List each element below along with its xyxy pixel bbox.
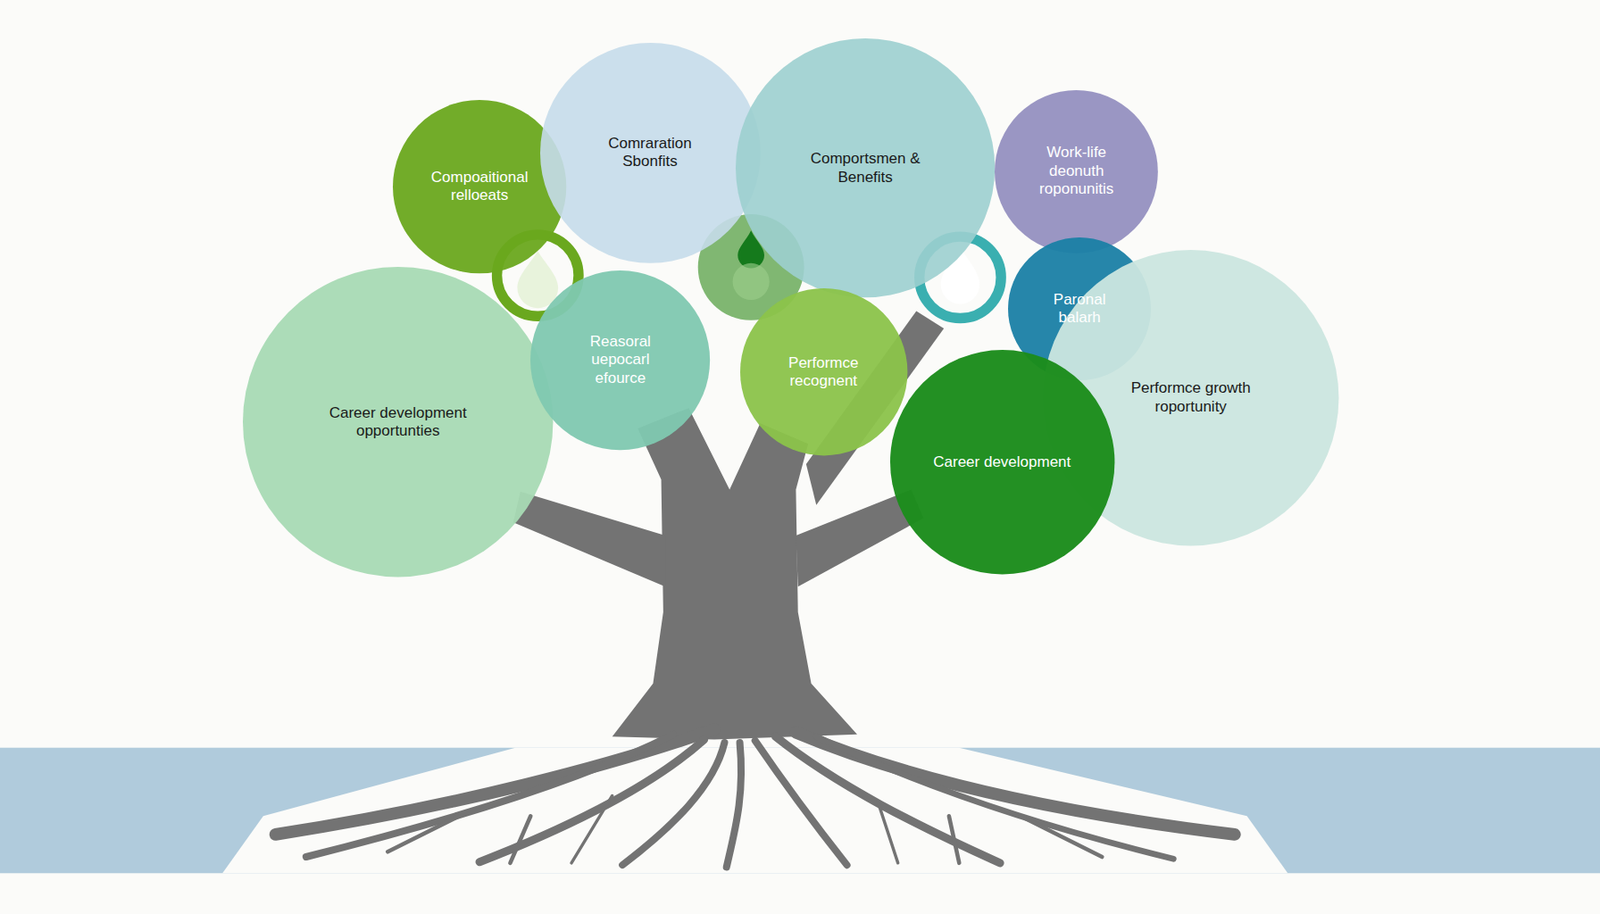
circle-fill: [242, 266, 553, 577]
topic-circle: Reasoral uepocarl efource: [530, 270, 710, 450]
topic-circle: Performce recognent: [740, 288, 908, 456]
topic-circle: Career development opportunties: [242, 266, 553, 577]
topic-circle: Career development: [890, 350, 1115, 575]
topic-circle: Compoaitional relloeats: [392, 100, 567, 274]
topic-circle: Work-life deonuth roponunitis: [994, 90, 1159, 254]
circle-fill: [530, 270, 710, 450]
circle-fill: [740, 288, 908, 456]
topic-label: Performce growth roportunity: [1098, 379, 1284, 417]
circle-fill: [890, 350, 1115, 575]
topic-label: Reasoral uepocarl efource: [564, 333, 677, 388]
topic-label: Paronal balarh: [1034, 291, 1125, 328]
circle-fill: [392, 100, 567, 274]
circle-fill: [540, 42, 761, 264]
topic-label: Career development: [933, 453, 1071, 472]
topic-label: Work-life deonuth roponunitis: [1025, 143, 1128, 199]
topic-label: Career development opportunties: [300, 404, 495, 442]
tree-roots: [275, 729, 1235, 867]
ground-band: [0, 748, 1600, 875]
topic-label: Performce recognent: [771, 354, 876, 392]
circle-fill: [994, 90, 1159, 254]
topic-circle: Comportsmen & Benefits: [735, 38, 995, 298]
topic-label: Comportsmen & Benefits: [783, 150, 946, 187]
topic-label: Comraration Sbonfits: [581, 134, 719, 172]
topic-circle: Comraration Sbonfits: [540, 42, 761, 264]
topic-label: Compoaitional relloeats: [425, 168, 534, 206]
circle-fill: [735, 38, 995, 298]
